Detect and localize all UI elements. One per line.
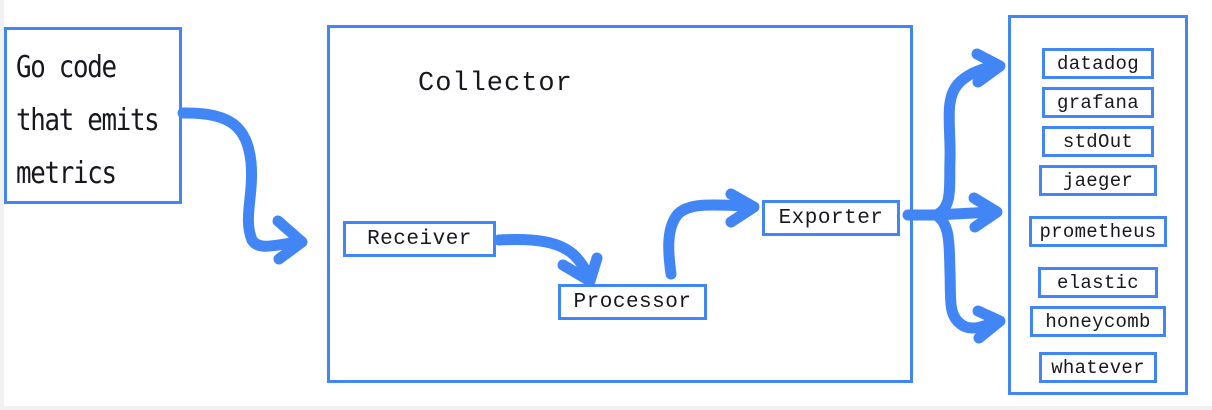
source-line-3: metrics <box>16 156 117 191</box>
source-line-2: that emits <box>16 103 160 138</box>
collector-title: Collector <box>418 69 573 99</box>
backend-node-elastic: elastic <box>1038 267 1158 298</box>
backend-node-datadog: datadog <box>1042 48 1154 79</box>
backend-node-honeycomb: honeycomb <box>1030 306 1166 337</box>
source-line-1: Go code <box>16 50 117 85</box>
processor-node: Processor <box>558 284 707 320</box>
source-code-box: Go code that emits metrics <box>4 27 182 204</box>
backends-container: datadog grafana stdOut jaeger prometheus… <box>1008 15 1188 395</box>
backend-node-prometheus: prometheus <box>1029 216 1167 247</box>
backend-node-jaeger: jaeger <box>1039 165 1157 196</box>
backend-node-grafana: grafana <box>1042 87 1154 118</box>
backend-node-stdout: stdOut <box>1042 126 1154 157</box>
backend-node-whatever: whatever <box>1039 352 1157 383</box>
exporter-node: Exporter <box>762 200 900 236</box>
receiver-node: Receiver <box>343 221 496 257</box>
